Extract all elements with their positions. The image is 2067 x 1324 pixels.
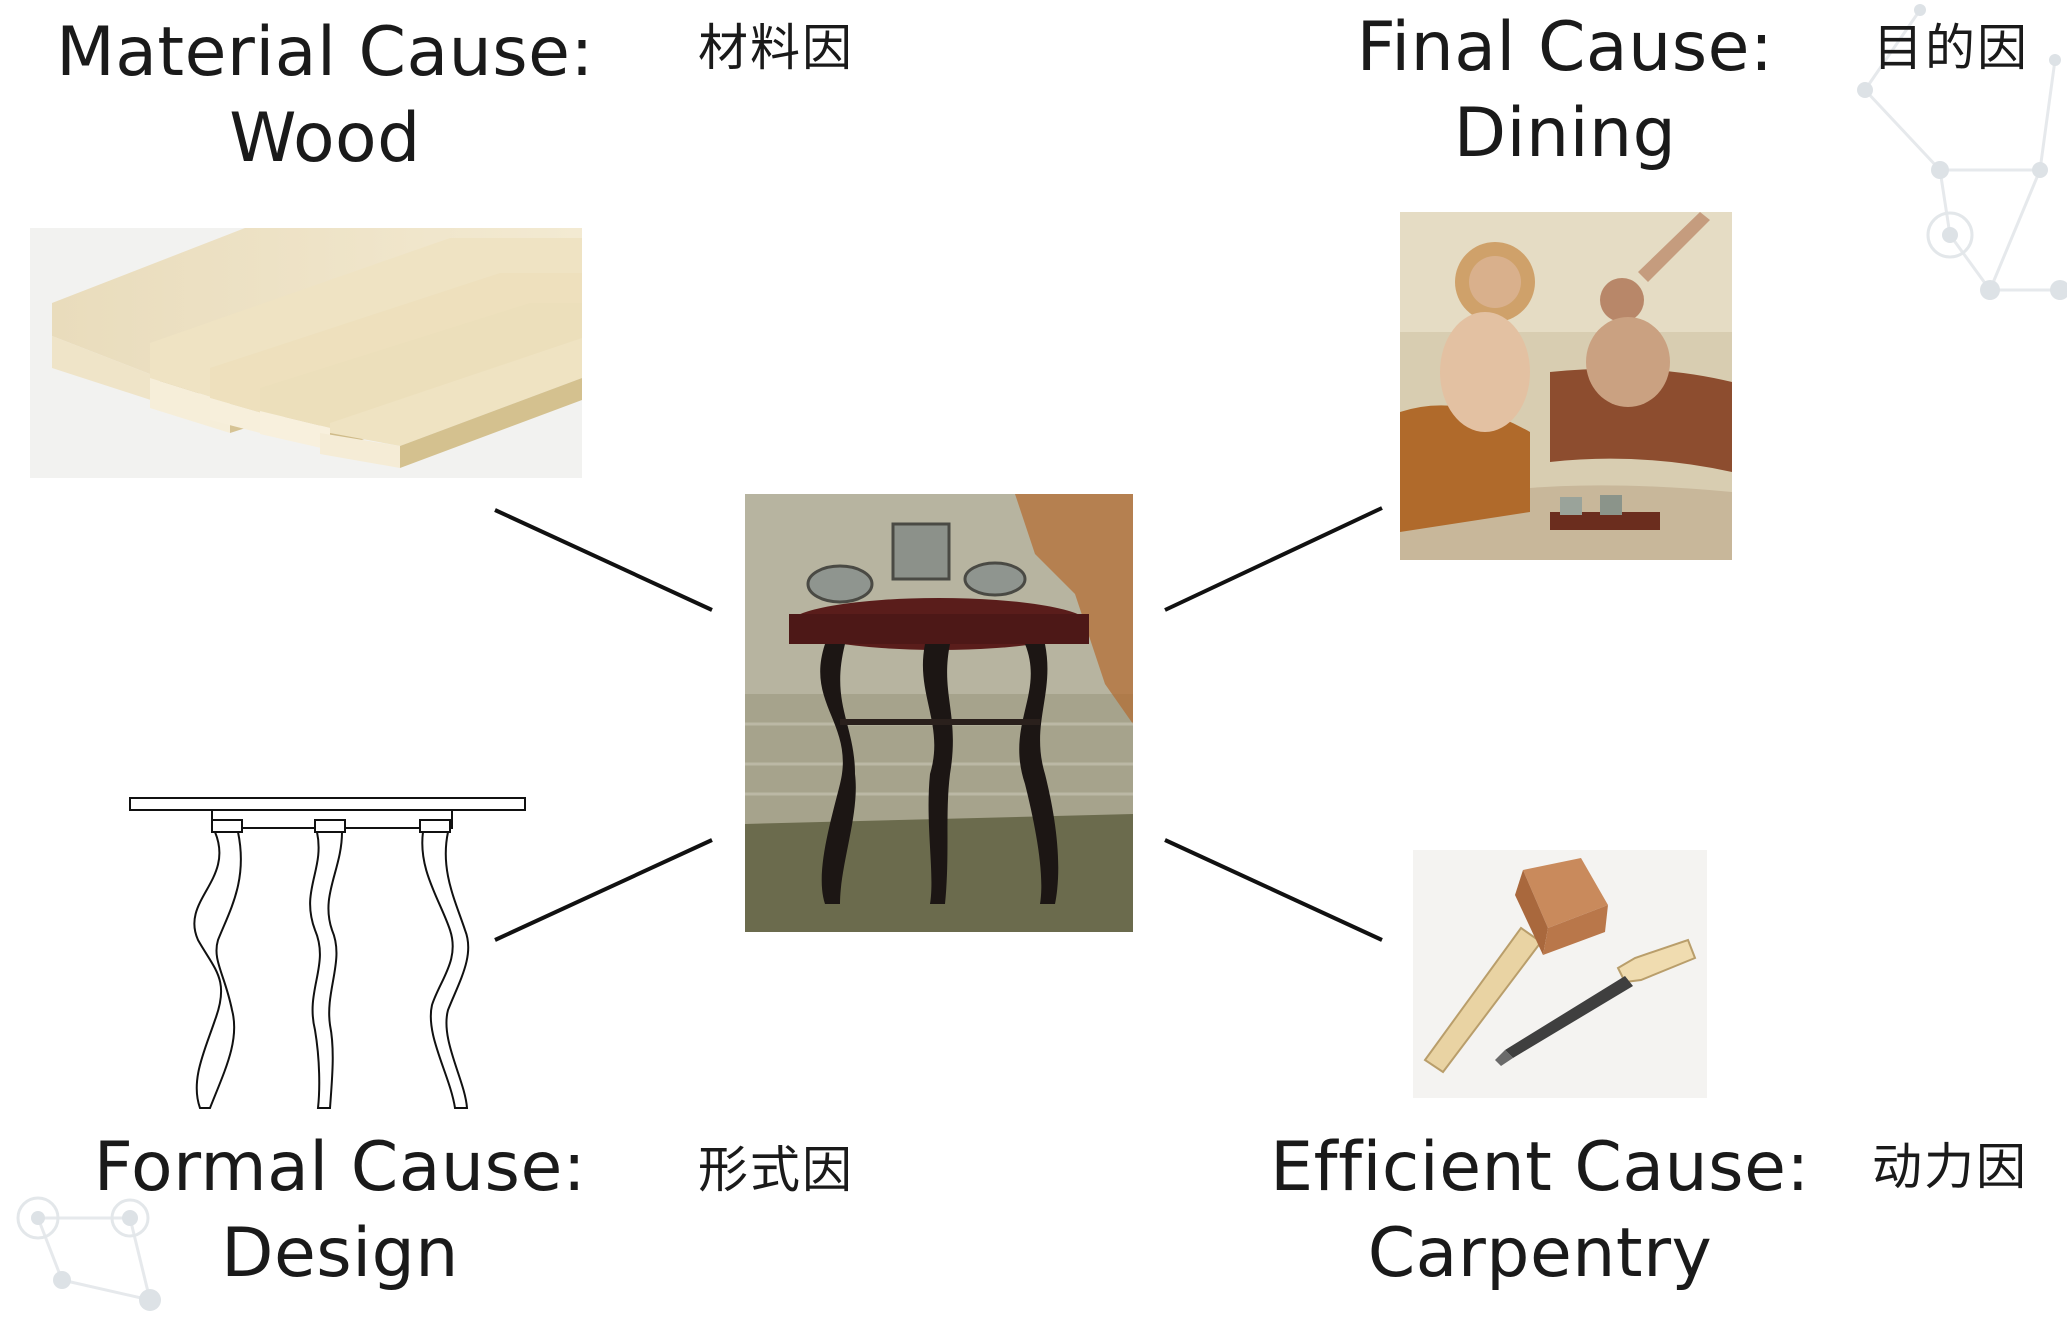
formal-cause-title: Formal Cause: Design [40, 1125, 640, 1297]
formal-cause-value: Design [221, 1214, 459, 1293]
efficient-cause-label: Efficient Cause: [1270, 1128, 1810, 1207]
material-cause-label: Material Cause: [56, 13, 594, 92]
connector-final [1164, 506, 1383, 612]
final-cause-value: Dining [1453, 94, 1677, 173]
efficient-cause-value: Carpentry [1367, 1214, 1713, 1293]
efficient-cause-chinese: 动力因 [1872, 1138, 2028, 1196]
efficient-cause-title: Efficient Cause: Carpentry [1260, 1125, 1820, 1297]
dining-fresco-image [1400, 212, 1732, 560]
material-cause-title: Material Cause: Wood [20, 10, 630, 182]
decorative-network-icon-2 [16, 1196, 161, 1311]
table-design-drawing [120, 790, 540, 1120]
final-cause-label: Final Cause: [1356, 8, 1774, 87]
formal-cause-label: Formal Cause: [93, 1128, 587, 1207]
mallet-chisel-image [1413, 850, 1707, 1098]
decorative-network-icon [1857, 4, 2067, 300]
connector-formal [494, 838, 713, 942]
roman-table-fresco-image [745, 494, 1133, 932]
final-cause-title: Final Cause: Dining [1330, 5, 1800, 177]
material-cause-chinese: 材料因 [698, 19, 854, 77]
material-cause-value: Wood [229, 99, 421, 178]
formal-cause-chinese: 形式因 [698, 1141, 854, 1199]
connector-material [494, 508, 713, 612]
wood-planks-image [30, 228, 582, 478]
connector-efficient [1164, 838, 1383, 942]
final-cause-chinese: 目的因 [1873, 19, 2029, 77]
